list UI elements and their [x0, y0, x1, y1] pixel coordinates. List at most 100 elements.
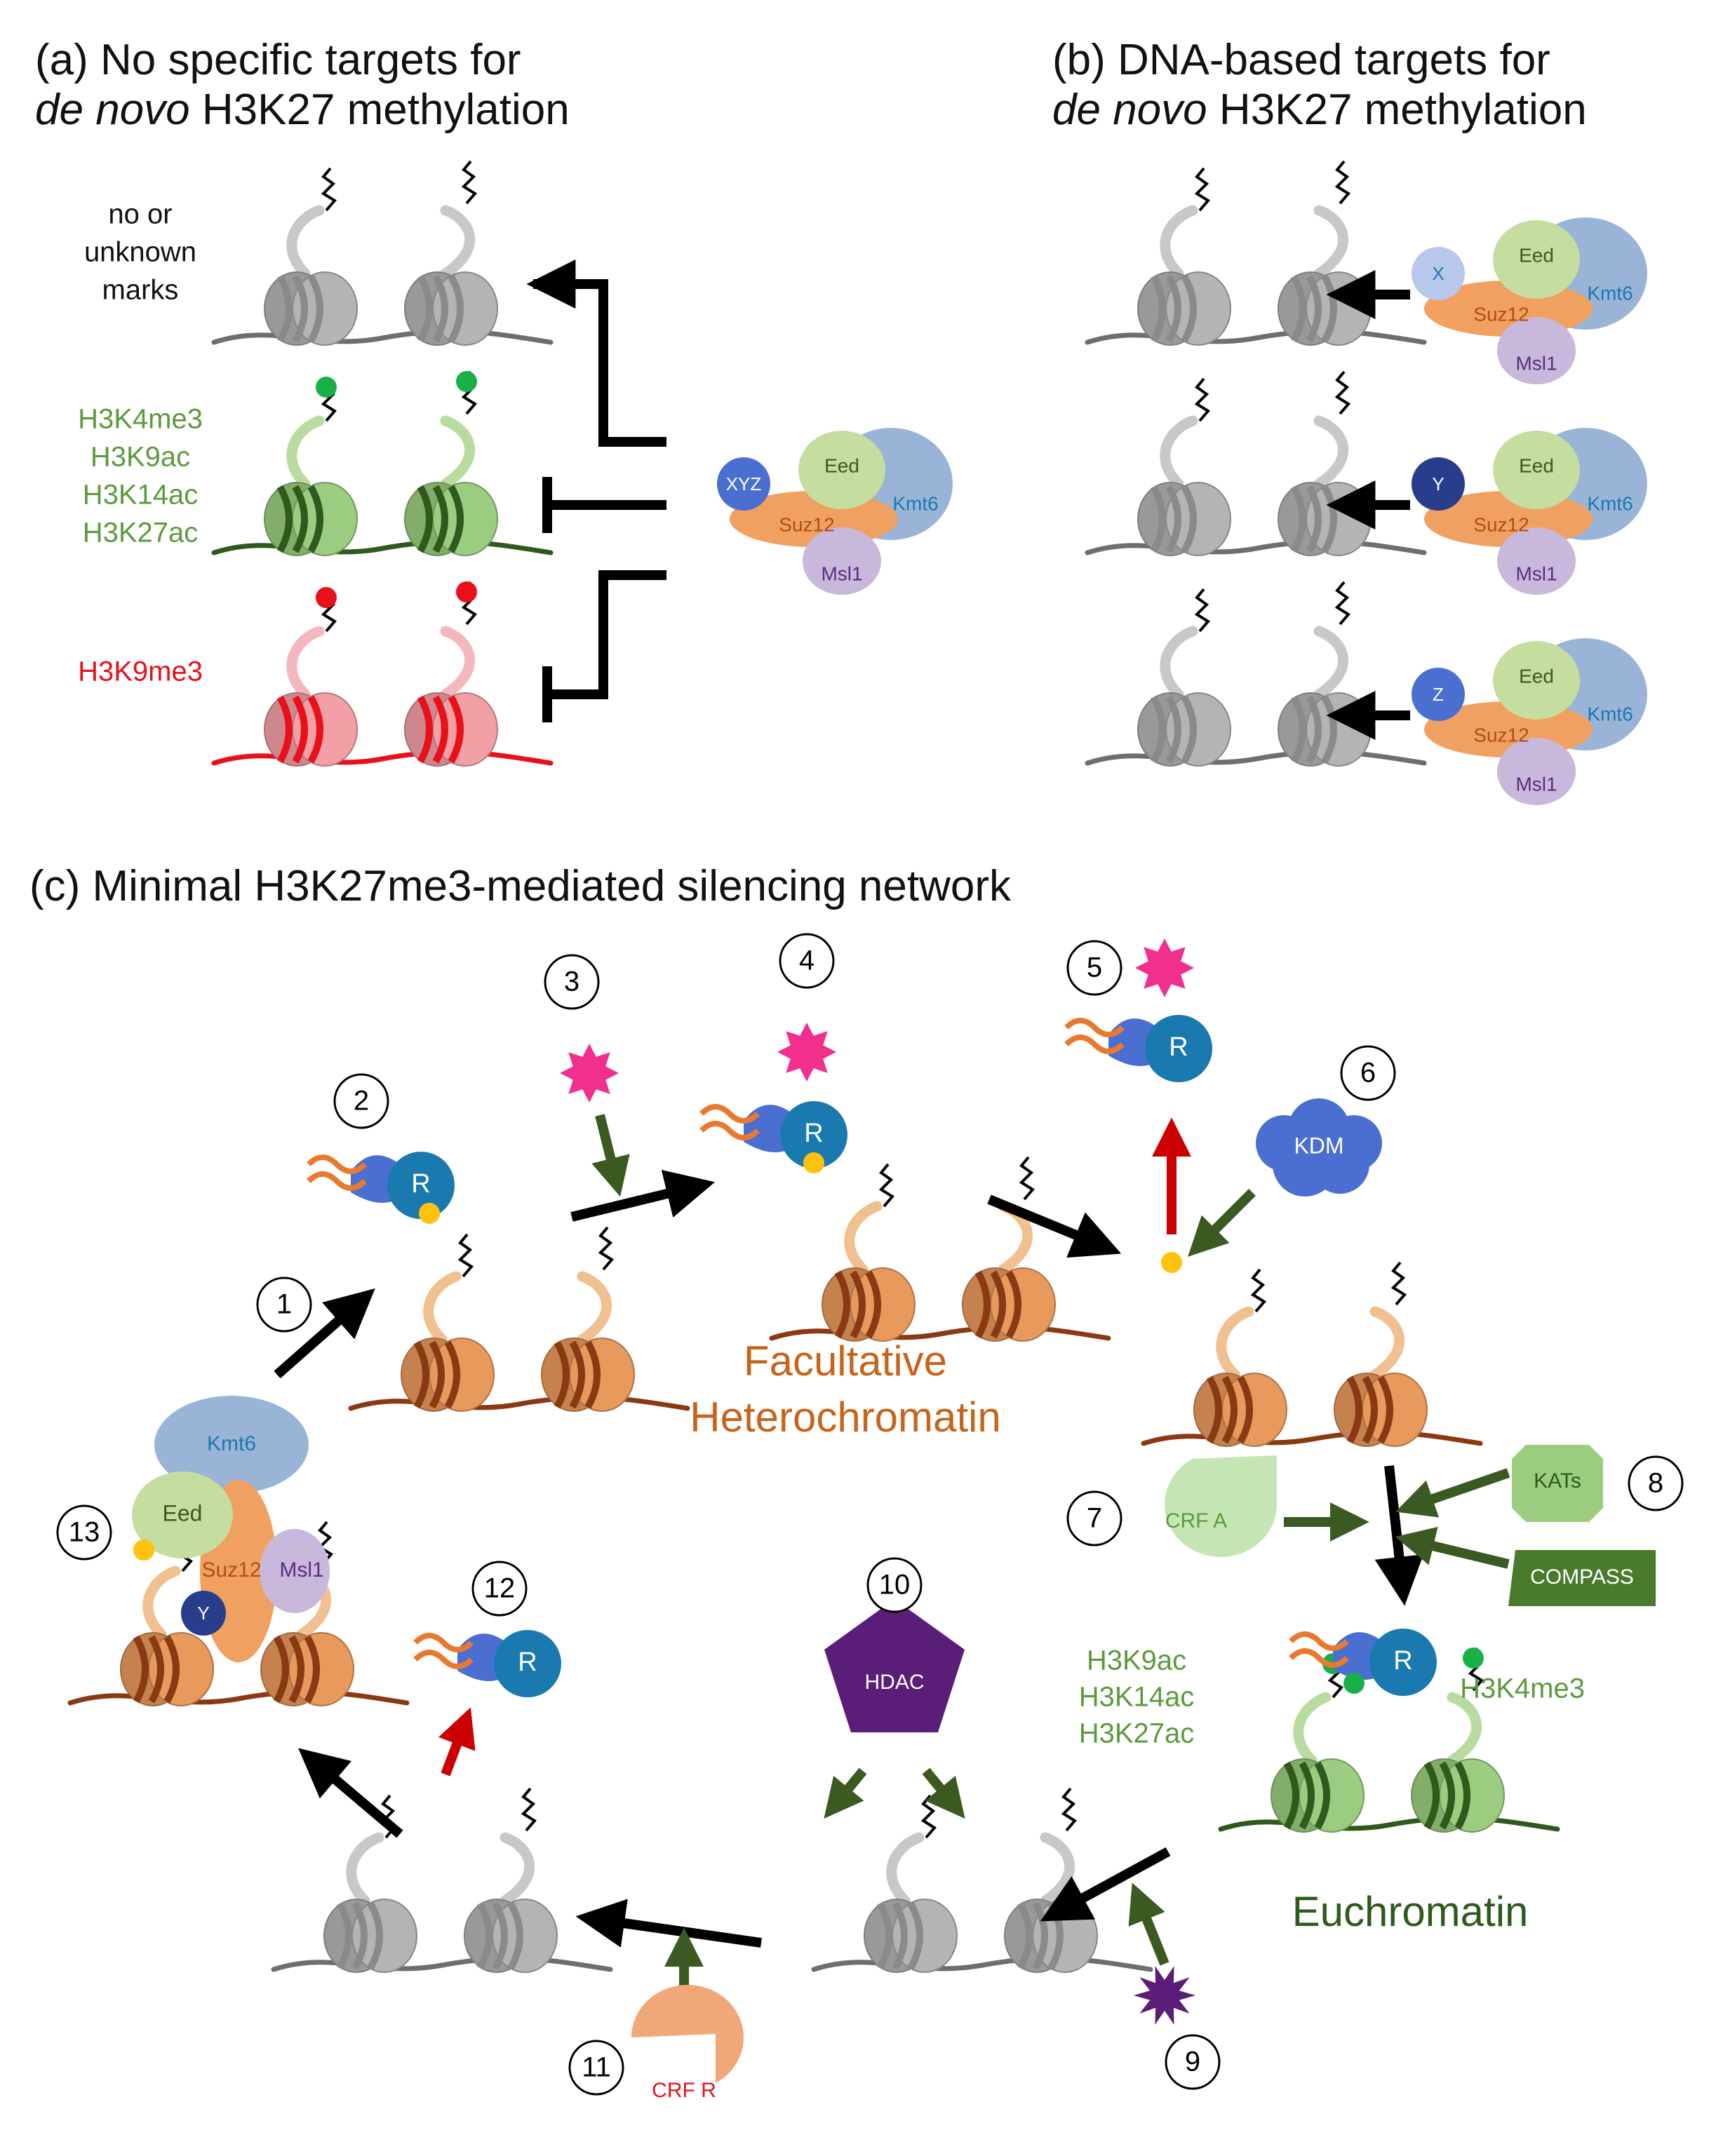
c-eu-mark-2: H3K14ac: [1079, 1682, 1195, 1713]
a-nuc-unmarked-nucleosome-1-wrap-3: [307, 274, 323, 343]
a-prc2-complex-factor: [717, 457, 770, 511]
a-nuc-active-tail-1: [286, 415, 325, 490]
a-nuc-repressive-tail-1: [286, 626, 325, 700]
c-nuc-deacetylated-nucleosome-1: [864, 1899, 958, 1973]
b-prc2-complex-3-factor: [1412, 668, 1465, 721]
c-nuc-kdm-nucleosome-2-wrap-3: [1377, 1375, 1393, 1444]
b-prc2-complex-1-kmt6-label: Kmt6: [1587, 282, 1633, 304]
c-kdm-target-mark: [1161, 1252, 1182, 1273]
c-nuc-euchromatin-tail-1: [1293, 1692, 1332, 1766]
b-prc2-complex-2-msl1: [1497, 527, 1576, 595]
c-nuc-naive-nucleosome-2-wrap-3: [507, 1901, 523, 1970]
c-reader-step12: R: [413, 1630, 561, 1697]
b-prc2-complex-3-eed-label: Eed: [1519, 665, 1554, 687]
c-prc2-kmt6-label: Kmt6: [207, 1432, 256, 1455]
a-nuc-repressive-nucleosome-1-wrap-3: [307, 695, 323, 764]
b-nuc-1-dna: [1085, 328, 1427, 345]
c-crf-r-shape: [631, 1985, 744, 2083]
c-prc2-msl1-label: Msl1: [279, 1558, 323, 1582]
a-active-mark-3: H3K14ac: [83, 480, 199, 511]
c-hdac-shape: [824, 1599, 965, 1732]
c-compass-shape: [1508, 1550, 1656, 1606]
c-nuc-naive-nucleosome-2-wrap-2: [492, 1901, 508, 1970]
c-nuc-naive-tail-1: [346, 1832, 384, 1906]
b-prc2-complex-2-factor-label: Y: [1432, 473, 1444, 494]
a-nuc-repressive-nucleosome-1: [264, 692, 358, 767]
c-reader-step12-tail: [413, 1633, 474, 1669]
c-step-9-label: 9: [1185, 2047, 1200, 2077]
c-nuc-step2-nucleosome-2: [541, 1338, 635, 1412]
c-arrow-to-euchromatin: [1374, 1465, 1424, 1606]
c-ligand-step4: [777, 1023, 836, 1082]
c-prc2-eed-label: Eed: [163, 1500, 203, 1525]
c-step-11-label: 11: [582, 2052, 611, 2083]
panel-c-title-text: (c) Minimal H3K27me3-mediated silencing …: [29, 862, 1011, 910]
a-active-mark-1: H3K4me3: [78, 404, 203, 435]
panel-b-title-line2: de novo H3K27 methylation: [1052, 85, 1587, 135]
c-nuc-deacetylated-tail-1: [886, 1832, 925, 1906]
c-nuc-kdm-nucleosome-2-wrap-1: [1346, 1375, 1362, 1444]
c-prc2-msl1: [260, 1529, 330, 1613]
b-prc2-complex-2-eed: [1493, 431, 1580, 509]
c-nuc-naive-nucleosome-1-wrap-1: [336, 1901, 352, 1970]
b-nuc-2-nucleosome-1-wrap-3: [1181, 485, 1197, 553]
c-reader-eu-tail: [1289, 1631, 1349, 1668]
c-step-13-circle: [56, 1504, 112, 1561]
c-step-1-circle: [256, 1276, 312, 1333]
c-step-6-label: 6: [1360, 1058, 1376, 1089]
c-nuc-step2-tail-1: [423, 1271, 462, 1345]
a-inhibition-repressive: [547, 570, 666, 699]
c-crf-a-shape: [1165, 1455, 1277, 1557]
a-nuc-unmarked-nucleosome-1-wrap-2: [292, 274, 308, 343]
c-nuc-deacetylated-nucleosome-1-wrap-1: [876, 1901, 892, 1970]
b-prc2-complex-3-msl1-label: Msl1: [1515, 773, 1557, 795]
c-compass-label: COMPASS: [1530, 1565, 1634, 1589]
c-nuc-prc2-tail-1: [142, 1565, 181, 1640]
c-arrow-to-facultative: [570, 1169, 716, 1222]
c-nuc-naive-nucleosome-1-wrap-3: [367, 1901, 383, 1970]
a-nuc-repressive-mark-1: [316, 587, 337, 608]
panel-a-title-line2: de novo H3K27 methylation: [35, 85, 570, 135]
panel-b-title-rest: H3K27 methylation: [1207, 86, 1587, 135]
a-nuc-unmarked-nucleosome-1: [264, 271, 358, 346]
c-step-4-circle: [779, 933, 835, 989]
panel-b-title-italic: de novo: [1052, 86, 1207, 135]
a-nuc-repressive-nucleosome-1-wrap-1: [276, 695, 293, 764]
c-arrow-step8-kats: [1395, 1468, 1510, 1518]
b-nuc-3-nucleosome-2: [1278, 692, 1372, 767]
c-nuc-prc2-dna: [67, 1689, 410, 1706]
c-nuc-euchromatin-nucleosome-1-wrap-1: [1283, 1761, 1299, 1830]
c-arrow-to-deacetylated: [1040, 1847, 1171, 1922]
a-nuc-repressive-mark-2: [456, 581, 477, 602]
b-prc2-complex-1-factor: [1412, 247, 1465, 300]
a-connector-to-unmarked: [533, 279, 666, 447]
panel-a-title: (a) No specific targets for de novo H3K2…: [35, 35, 570, 135]
a-nuc-repressive-nucleosome-2-wrap-2: [432, 695, 448, 764]
b-nuc-3-nucleosome-1-wrap-3: [1181, 695, 1197, 764]
c-nuc-kdm-nucleosome-1-wrap-1: [1206, 1375, 1222, 1444]
connector-layer: [177, 160, 1510, 2023]
c-reader-eu-label: R: [1393, 1646, 1412, 1676]
b-nuc-1-tail-1: [1160, 205, 1198, 279]
b-nuc-3-nucleosome-2-wrap-2: [1306, 695, 1322, 764]
c-step-2-label: 2: [354, 1086, 369, 1117]
b-prc2-complex-3-eed: [1493, 641, 1580, 720]
a-prc2-complex-eed-label: Eed: [824, 454, 859, 476]
a-active-mark-4: H3K27ac: [83, 518, 199, 548]
a-nuc-unmarked-nucleosome-2: [404, 271, 498, 346]
c-crf-a-label: CRF A: [1165, 1509, 1227, 1532]
c-nuc-prc2-nucleosome-2-wrap-1: [273, 1635, 289, 1704]
b-prc2-complex-3-suz12-label: Suz12: [1473, 724, 1529, 746]
c-nuc-deacetylated-dna: [811, 1955, 1153, 1972]
b-nuc-2-dna: [1085, 539, 1427, 555]
b-prc2-complex-2-factor: [1412, 457, 1465, 511]
a-nuc-repressive-nucleosome-1-wrap-2: [292, 695, 308, 764]
a-prc2-complex-suz12-label: Suz12: [779, 513, 834, 535]
c-reader-step5-label: R: [1169, 1032, 1188, 1062]
c-ligand-step9: [1134, 1966, 1195, 2025]
panel-a-title-line1: (a) No specific targets for: [35, 36, 521, 84]
c-arrow-step3: [591, 1114, 630, 1197]
c-nuc-facultative-nucleosome-1-wrap-1: [834, 1270, 850, 1339]
c-step-5-label: 5: [1087, 952, 1102, 983]
c-nuc-facultative-nucleosome-1-wrap-3: [865, 1270, 881, 1339]
